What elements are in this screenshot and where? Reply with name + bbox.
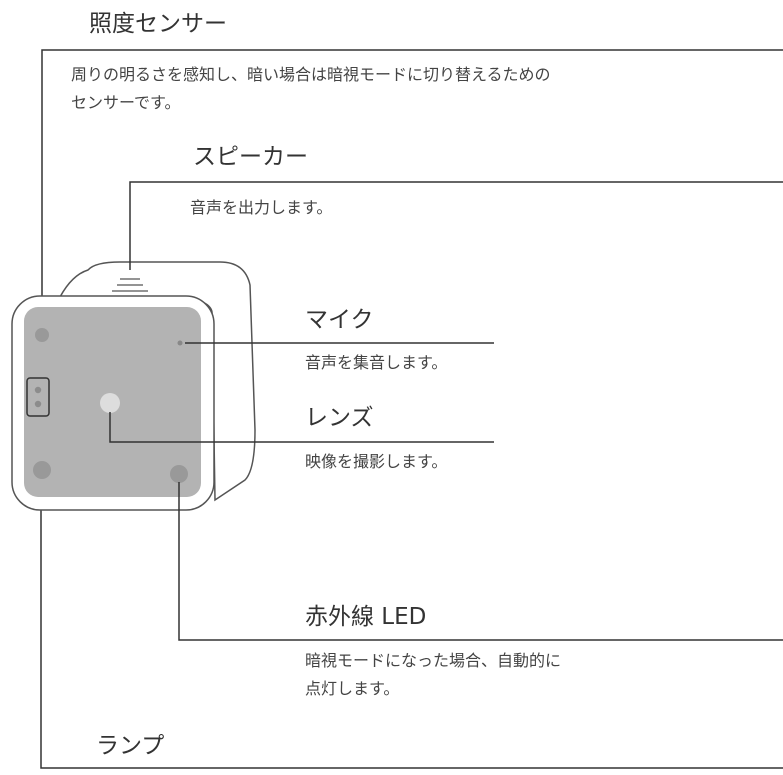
ir-led-dot-left bbox=[33, 461, 51, 479]
ir-led-leader-line bbox=[178, 482, 783, 641]
lamp-dot-bottom bbox=[34, 400, 42, 408]
sensor-desc-line1: 周りの明るさを感知し、暗い場合は暗視モードに切り替えるための bbox=[71, 65, 551, 84]
ir-led-desc-line2: 点灯します。 bbox=[305, 679, 400, 698]
lens-leader-line bbox=[109, 412, 494, 443]
lamp-title: ランプ bbox=[96, 733, 165, 759]
illuminance-sensor-dot bbox=[35, 328, 49, 342]
sensor-title: 照度センサー bbox=[89, 11, 227, 37]
speaker-grille-icon bbox=[112, 278, 148, 292]
lens-title: レンズ bbox=[305, 405, 374, 431]
lens-dot bbox=[100, 393, 120, 413]
sensor-frame-line bbox=[41, 49, 783, 330]
speaker-title: スピーカー bbox=[193, 144, 308, 170]
mic-dot bbox=[177, 340, 183, 346]
mic-desc: 音声を集音します。 bbox=[305, 353, 448, 372]
ir-led-desc-line1: 暗視モードになった場合、自動的に bbox=[305, 651, 562, 670]
speaker-desc: 音声を出力します。 bbox=[190, 198, 333, 217]
lamp-dot-top bbox=[34, 386, 42, 394]
lens-desc: 映像を撮影します。 bbox=[305, 452, 448, 471]
lamp-leader-line bbox=[40, 392, 783, 769]
speaker-leader-line bbox=[129, 181, 783, 270]
ir-led-title: 赤外線 LED bbox=[305, 604, 427, 630]
lamp-indicator bbox=[26, 377, 50, 417]
mic-title: マイク bbox=[305, 307, 374, 333]
sensor-desc-line2: センサーです。 bbox=[71, 93, 181, 112]
ir-led-dot-right bbox=[170, 465, 188, 483]
